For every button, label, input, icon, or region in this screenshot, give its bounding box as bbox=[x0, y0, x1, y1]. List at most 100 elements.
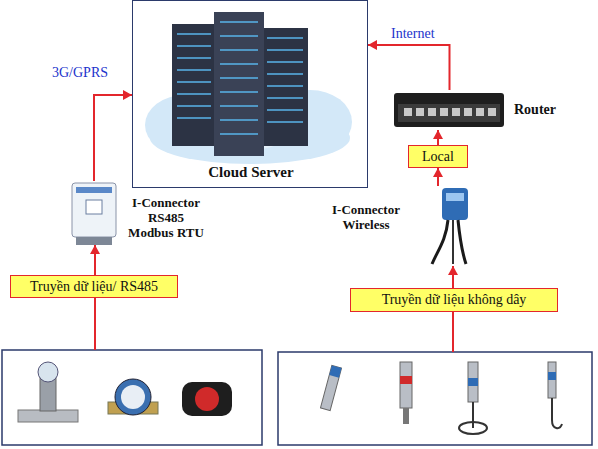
wireless-device bbox=[452, 220, 454, 264]
sensor-panel bbox=[278, 352, 592, 445]
sensor-panel bbox=[329, 365, 341, 377]
sensor-panel bbox=[548, 372, 556, 380]
meter-panel bbox=[121, 385, 145, 409]
router-graphic bbox=[404, 108, 496, 116]
connection-label: Internet bbox=[391, 26, 435, 42]
cloud-server-box: Cloud Server bbox=[132, 0, 368, 188]
wireless-device bbox=[432, 220, 448, 264]
router-graphic bbox=[416, 108, 424, 116]
rs485-device bbox=[72, 183, 116, 245]
label-box: Local bbox=[408, 145, 468, 168]
rs485-device bbox=[86, 200, 102, 214]
arrow-connector bbox=[368, 40, 450, 90]
server-racks bbox=[177, 117, 211, 119]
connector-line bbox=[94, 95, 132, 181]
rs485-device bbox=[76, 237, 112, 245]
device-node: I-Connector Wireless bbox=[428, 186, 472, 266]
sensor-panel bbox=[403, 408, 409, 424]
arrow-connector bbox=[433, 130, 443, 145]
wireless-device bbox=[432, 188, 468, 264]
server-racks bbox=[177, 81, 211, 83]
rs485-device bbox=[72, 183, 116, 237]
rs485-device bbox=[76, 187, 112, 193]
node-label: Router bbox=[514, 102, 574, 117]
wireless-device bbox=[446, 193, 464, 201]
label-box: Truyền dữ liệu không dây bbox=[350, 288, 558, 312]
server-racks bbox=[177, 33, 211, 35]
feed-line bbox=[94, 298, 96, 350]
sensor-panel bbox=[468, 378, 478, 386]
meter-panel bbox=[115, 379, 151, 415]
arrow-connector bbox=[433, 168, 443, 186]
router-graphic bbox=[394, 93, 504, 127]
server-racks bbox=[220, 63, 258, 65]
router-graphic bbox=[452, 108, 460, 116]
server-racks bbox=[220, 119, 258, 121]
sensor-panel bbox=[552, 398, 562, 428]
server-racks bbox=[172, 12, 308, 156]
tag-text: Local bbox=[422, 149, 454, 165]
router-node: Router bbox=[392, 90, 507, 130]
router-graphic bbox=[404, 108, 412, 116]
server-racks bbox=[172, 24, 216, 146]
sensor-panel bbox=[278, 352, 592, 445]
server-racks bbox=[267, 85, 303, 87]
server-racks bbox=[220, 21, 258, 23]
arrow-head bbox=[433, 168, 443, 177]
arrow-head bbox=[433, 130, 443, 139]
arrow-connector bbox=[448, 266, 458, 288]
server-racks bbox=[220, 105, 258, 107]
node-label: I-Connector Wireless bbox=[316, 202, 416, 232]
server-racks bbox=[214, 12, 264, 156]
arrow-head bbox=[368, 40, 377, 50]
meter-panel bbox=[182, 382, 232, 416]
meter-panel bbox=[2, 350, 262, 445]
server-racks bbox=[177, 57, 211, 59]
device-node: I-Connector RS485 Modbus RTU bbox=[68, 181, 120, 245]
node-label: I-Connector RS485 Modbus RTU bbox=[126, 195, 206, 240]
server-racks bbox=[220, 77, 258, 79]
server-racks bbox=[267, 61, 303, 63]
server-racks bbox=[220, 91, 258, 93]
server-racks bbox=[177, 69, 211, 71]
connection-label: 3G/GPRS bbox=[52, 65, 108, 81]
server-racks bbox=[267, 73, 303, 75]
router-graphic bbox=[398, 104, 500, 122]
arrow-head bbox=[90, 245, 100, 254]
router-graphic bbox=[394, 93, 504, 127]
server-racks bbox=[177, 105, 211, 107]
router-graphic bbox=[476, 108, 484, 116]
server-racks bbox=[220, 49, 258, 51]
wireless-device bbox=[458, 220, 466, 264]
node-label: Cloud Server bbox=[133, 165, 369, 180]
meter-panel bbox=[38, 362, 58, 382]
sensor-panel bbox=[320, 365, 341, 410]
sensor-panel bbox=[468, 362, 478, 402]
meter-panel bbox=[18, 410, 78, 422]
server-racks bbox=[267, 109, 303, 111]
sensor-panel bbox=[400, 376, 412, 384]
router-graphic bbox=[488, 108, 496, 116]
arrow-head bbox=[123, 90, 132, 100]
tag-text: Truyền dữ liệu/ RS485 bbox=[30, 279, 158, 295]
meter-panel bbox=[2, 350, 262, 445]
server-racks bbox=[267, 97, 303, 99]
arrow-connector bbox=[90, 245, 100, 275]
server-racks bbox=[262, 28, 308, 146]
server-racks bbox=[267, 121, 303, 123]
server-racks bbox=[220, 35, 258, 37]
meter-panel bbox=[195, 387, 219, 411]
arrow-connector bbox=[94, 90, 132, 181]
connector-line bbox=[368, 45, 450, 90]
router-graphic bbox=[464, 108, 472, 116]
wireless-device bbox=[442, 188, 468, 220]
server-racks bbox=[267, 49, 303, 51]
feed-line bbox=[452, 312, 454, 352]
arrow-head bbox=[448, 266, 458, 275]
tag-text: Truyền dữ liệu không dây bbox=[382, 292, 527, 308]
sensor-panel bbox=[400, 362, 412, 408]
router-graphic bbox=[440, 108, 448, 116]
server-racks bbox=[267, 37, 303, 39]
server-racks bbox=[177, 22, 303, 134]
router-graphic bbox=[428, 108, 436, 116]
